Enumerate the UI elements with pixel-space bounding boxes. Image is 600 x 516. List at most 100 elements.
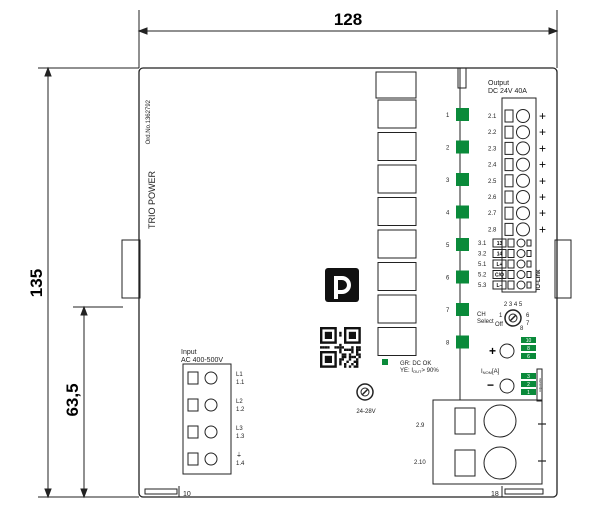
- lower-terminal-block: [432, 399, 543, 485]
- input-terminal-name: ⏚: [236, 452, 242, 459]
- output-terminal-label: 2.3: [488, 146, 497, 152]
- channel-select-dial[interactable]: [504, 309, 522, 327]
- voltage-potentiometer[interactable]: [356, 383, 374, 401]
- output-wire-hole: [516, 173, 530, 188]
- output-screw[interactable]: [504, 190, 514, 204]
- signal-screw[interactable]: [507, 259, 515, 269]
- output-screw[interactable]: [504, 158, 514, 172]
- ch-scale-bottom: 8: [520, 326, 524, 332]
- legend-led: [382, 359, 388, 365]
- output-rating: DC 24V 40A: [488, 88, 527, 95]
- lower-screw-1[interactable]: [454, 407, 476, 435]
- input-terminal-number: 1.1: [236, 380, 245, 386]
- signal-terminal-label: 3.2: [478, 252, 487, 258]
- status-legend-1: GR: DC OK: [400, 361, 431, 367]
- output-terminal-label: 2.8: [488, 227, 497, 233]
- output-plus-mark: +: [539, 125, 546, 139]
- signal-release: [526, 271, 532, 278]
- channel-number: 1: [446, 113, 450, 119]
- bottom-right-label: 18: [491, 491, 499, 498]
- input-voltage: AC 400-500V: [181, 357, 223, 364]
- input-screw[interactable]: [187, 371, 199, 385]
- channel-led: [456, 335, 469, 349]
- lower-terminal-label-1: 2.9: [416, 423, 425, 429]
- output-wire-hole: [516, 125, 530, 140]
- current-level-box: [521, 389, 536, 395]
- output-title: Output: [488, 80, 509, 87]
- input-terminal-number: 1.3: [236, 434, 245, 440]
- signal-wire-hole: [516, 259, 526, 269]
- channel-relay-box: [377, 294, 417, 324]
- signal-screw[interactable]: [507, 249, 515, 258]
- signal-function-label: C/Q: [495, 273, 504, 279]
- height-dimension-label: 135: [27, 269, 46, 297]
- din-clip-left: [121, 239, 141, 299]
- channel-relay-box: [377, 197, 417, 226]
- product-name: TRIO POWER: [147, 171, 157, 229]
- lower-screw-2[interactable]: [454, 449, 476, 477]
- output-screw[interactable]: [504, 174, 514, 188]
- channel-number: 5: [446, 243, 450, 249]
- input-terminal-block: [182, 363, 232, 475]
- signal-wire-hole: [516, 270, 526, 279]
- input-terminal-number: 1.2: [236, 407, 245, 413]
- channel-relay-box: [377, 99, 417, 129]
- output-plus-mark: +: [539, 141, 546, 155]
- input-screw[interactable]: [187, 425, 199, 439]
- input-screw[interactable]: [187, 398, 199, 412]
- ch-scale-left-2: Off: [495, 322, 503, 328]
- input-title: Input: [181, 349, 197, 356]
- input-screw[interactable]: [187, 452, 199, 466]
- output-plus-mark: +: [539, 158, 546, 172]
- signal-screw[interactable]: [507, 280, 515, 290]
- output-plus-mark: +: [539, 206, 546, 220]
- output-terminals: 2.1+2.2+2.3+2.4+2.5+2.6+2.7+2.8+: [488, 109, 546, 237]
- output-terminal-label: 2.6: [488, 195, 497, 201]
- channel-number: 6: [446, 276, 450, 282]
- signal-release: [526, 239, 532, 247]
- current-label: INOM[A]: [481, 369, 500, 375]
- current-level-box: [521, 381, 536, 387]
- signal-function-label: L+: [497, 262, 503, 268]
- output-screw[interactable]: [504, 125, 514, 139]
- output-wire-hole: [516, 206, 530, 221]
- current-level-box: [521, 337, 536, 343]
- bottom-left-mark: [144, 486, 180, 497]
- signal-screw[interactable]: [507, 238, 515, 248]
- signal-terminal-label: 5.3: [478, 283, 487, 289]
- ch-scale-right-2: 7: [526, 321, 530, 327]
- signal-wire-hole: [516, 238, 526, 248]
- current-plus-sign: +: [489, 344, 496, 358]
- current-minus-button[interactable]: [499, 378, 515, 394]
- status-legend-2: YE: IOUT> 90%: [400, 368, 439, 374]
- input-terminal-number: 1.4: [236, 461, 245, 467]
- channel-led: [456, 270, 469, 284]
- output-terminal-label: 2.1: [488, 114, 497, 120]
- output-screw[interactable]: [504, 222, 514, 236]
- current-plus-button[interactable]: [499, 343, 515, 359]
- signal-function-label: L−: [497, 283, 503, 289]
- top-dimension: [137, 10, 559, 68]
- output-plus-mark: +: [539, 109, 546, 123]
- channel-relay-box: [377, 229, 417, 259]
- bottom-right-mark: [501, 486, 544, 497]
- channel-led: [456, 303, 469, 316]
- output-terminal-label: 2.4: [488, 163, 497, 169]
- output-screw[interactable]: [504, 141, 514, 155]
- channel-led: [456, 140, 469, 154]
- input-wire-hole: [204, 425, 218, 439]
- output-wire-hole: [516, 141, 530, 156]
- channel-relay-box: [377, 262, 417, 291]
- output-screw[interactable]: [504, 109, 514, 123]
- signal-function-box: [492, 249, 507, 258]
- signal-wire-hole: [516, 280, 526, 290]
- signal-screw[interactable]: [507, 270, 515, 279]
- output-terminal-label: 2.7: [488, 211, 497, 217]
- output-screw[interactable]: [504, 206, 514, 220]
- signal-terminal-label: 5.1: [478, 262, 487, 268]
- output-terminal-label: 2.5: [488, 179, 497, 185]
